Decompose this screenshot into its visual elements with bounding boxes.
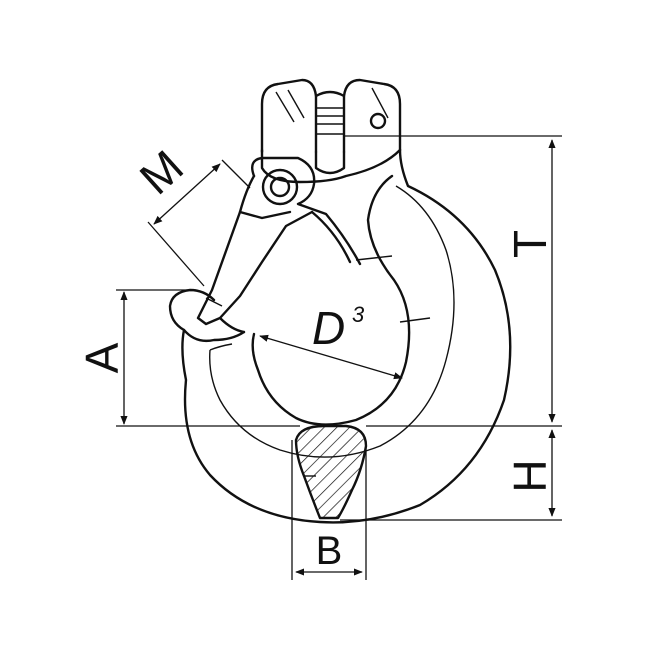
label-a: A <box>76 342 128 373</box>
dimension-a <box>116 289 300 427</box>
latch-pivot-pin <box>269 176 291 198</box>
clevis-pin-hole <box>369 112 387 130</box>
clevis-head <box>260 78 402 175</box>
dimension-b <box>291 440 367 580</box>
dimension-t <box>344 135 562 427</box>
dimension-h <box>340 429 562 521</box>
label-b: B <box>316 529 343 573</box>
latch-pivot-ring <box>261 168 299 206</box>
label-h: H <box>504 459 556 492</box>
label-d-superscript: 3 <box>352 302 365 327</box>
hook-body <box>168 148 512 524</box>
dimension-d3 <box>259 334 403 380</box>
label-t: T <box>504 230 556 258</box>
dimension-m <box>147 159 251 287</box>
safety-latch <box>196 156 362 334</box>
label-d: D <box>312 302 345 354</box>
hook-cross-section <box>294 424 368 520</box>
label-m: M <box>130 140 193 204</box>
